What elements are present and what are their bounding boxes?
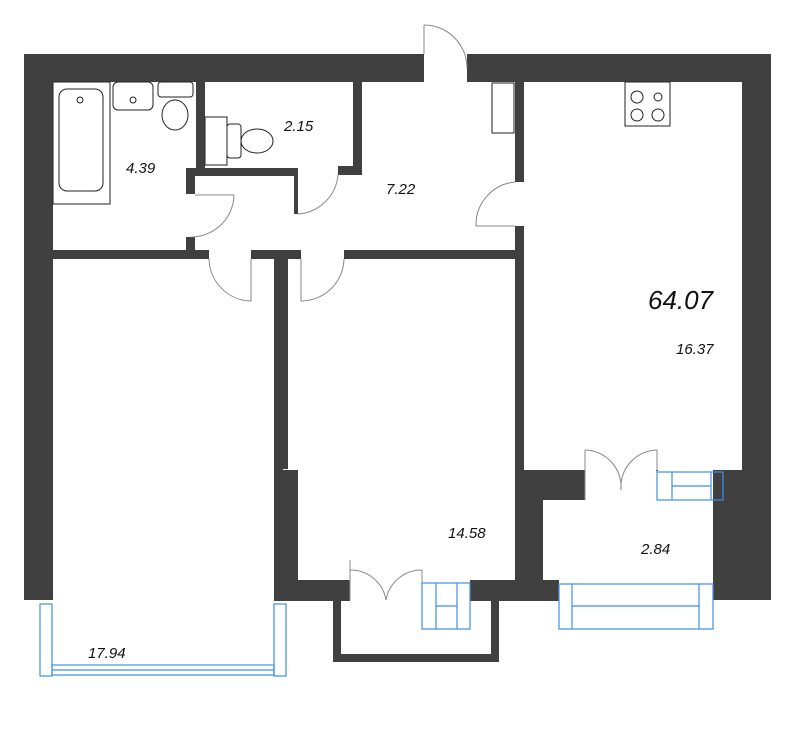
room-area-bathroom: 4.39 [126,160,156,177]
fridge-icon [491,82,515,134]
windows [39,471,724,677]
toilet-bath-icon [157,81,194,98]
total-area: 64.07 [648,285,714,315]
stove-icon [624,81,671,127]
room-area-bedroom-left: 17.94 [88,645,126,662]
room-area-toilet: 2.15 [284,118,314,135]
room-area-balcony: 2.84 [641,541,671,558]
toilet-cistern-icon [204,116,228,166]
fixtures [52,81,671,205]
room-area-kitchen: 16.37 [676,341,714,358]
room-area-bedroom-middle: 14.58 [448,525,486,542]
walls [24,54,771,662]
bathtub-icon [52,81,111,205]
door-swings [190,24,658,601]
room-area-hallway: 7.22 [386,181,416,198]
sink-icon [112,81,154,111]
